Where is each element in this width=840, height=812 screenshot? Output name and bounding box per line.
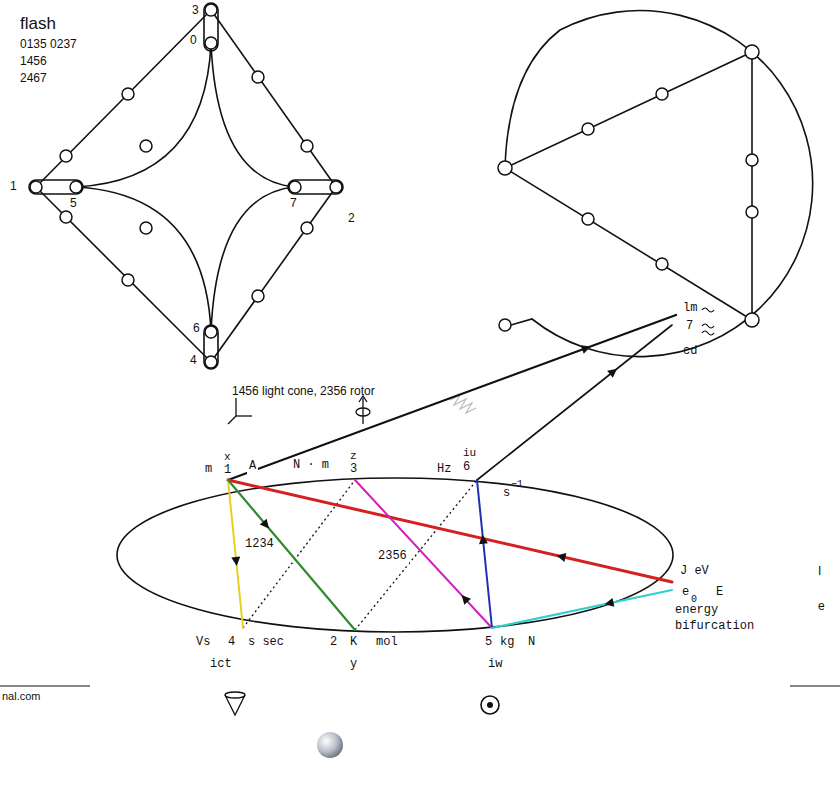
edge-curve	[76, 43, 211, 187]
arrowhead	[260, 519, 269, 529]
label: 5	[70, 197, 77, 211]
label: e	[818, 600, 825, 614]
arrowheads	[231, 345, 617, 606]
capsule	[204, 3, 218, 51]
label: 1	[224, 464, 231, 478]
label: Hz	[437, 463, 451, 477]
label: bifurcation	[675, 620, 754, 634]
arrowhead	[479, 535, 488, 544]
label: iw	[488, 658, 502, 672]
chord	[751, 52, 753, 320]
edge-line	[211, 10, 336, 187]
capsule	[288, 180, 343, 194]
circle-graph	[505, 11, 813, 357]
label: lm	[683, 302, 697, 316]
label: s	[503, 487, 510, 501]
flash-graph	[29, 3, 343, 369]
edge-line	[36, 187, 211, 362]
edge-line	[505, 52, 752, 168]
rotor-icon	[356, 396, 370, 424]
label: 5	[485, 636, 492, 650]
graph-vertices	[30, 4, 342, 368]
arrowhead	[557, 553, 567, 562]
ellipse	[117, 478, 673, 632]
label: I	[818, 565, 821, 579]
label: 4	[228, 636, 235, 650]
label: E	[716, 586, 723, 600]
label: A	[247, 460, 258, 474]
wave-symbol	[702, 308, 714, 335]
circle-graph-vertices	[498, 45, 759, 331]
arrowhead	[605, 598, 615, 607]
label: 6	[193, 322, 200, 336]
label: nal.com	[2, 690, 41, 703]
label: ict	[210, 658, 232, 672]
edge-line	[211, 187, 336, 362]
label: 4	[190, 354, 197, 368]
label: 6	[463, 461, 470, 475]
arc	[505, 11, 813, 357]
edge-curve	[211, 187, 295, 332]
arrowhead	[462, 595, 471, 605]
label: Vs	[196, 636, 210, 650]
label: J eV	[680, 565, 709, 579]
label: mol	[376, 636, 398, 650]
rule	[790, 686, 840, 687]
label: kg	[500, 636, 514, 650]
label: 7	[290, 197, 297, 211]
rule	[0, 686, 90, 687]
label: 3	[350, 463, 357, 477]
sphere-icon	[317, 732, 343, 758]
label: energy	[675, 604, 718, 618]
label: N · m	[291, 459, 331, 473]
label: z	[350, 450, 357, 463]
label: 1456 light cone, 2356 rotor	[232, 385, 375, 399]
label: iu	[463, 447, 476, 460]
label: x	[224, 451, 231, 464]
edge-line	[505, 168, 752, 320]
dotted-lines	[243, 480, 477, 630]
label: 2356	[376, 550, 409, 564]
color-lines	[228, 315, 676, 630]
label: 7	[686, 320, 693, 334]
label: 2467	[20, 72, 47, 86]
capsule	[204, 325, 218, 369]
arrowhead	[231, 556, 240, 565]
label: y	[350, 658, 357, 672]
label: K	[350, 636, 357, 650]
label: 2	[348, 212, 355, 226]
circle-dot-icon	[481, 696, 499, 714]
arrowhead	[607, 369, 617, 378]
label: 0135 0237	[20, 38, 77, 52]
label: N	[528, 636, 535, 650]
label: 1234	[243, 538, 276, 552]
label: 1	[10, 180, 17, 194]
cone-icon	[225, 692, 245, 715]
edge-curve	[76, 187, 211, 332]
label: 1456	[20, 55, 47, 69]
label: cd	[683, 345, 697, 359]
edge-curve	[211, 43, 295, 187]
label: 3	[192, 4, 199, 18]
label: e	[682, 586, 689, 600]
label: s sec	[248, 636, 284, 650]
label: 0	[190, 34, 197, 48]
label: −1	[511, 479, 523, 491]
label: flash	[20, 14, 56, 34]
arrowhead	[581, 345, 591, 353]
label: m	[205, 463, 212, 477]
edge-line	[36, 10, 211, 187]
axes-icon	[228, 398, 252, 424]
capsule	[29, 180, 83, 194]
label: 2	[330, 636, 337, 650]
